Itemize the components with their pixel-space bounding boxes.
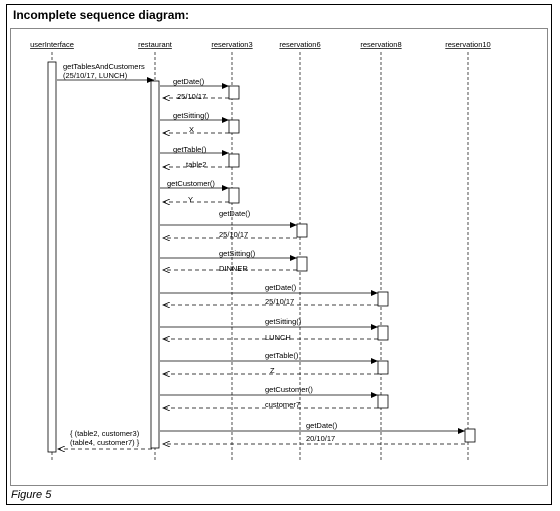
message-label-19: getCustomer() bbox=[265, 385, 313, 394]
lifeline-header-r8: reservation8 bbox=[360, 40, 401, 49]
message-label-2: 25/10/17 bbox=[177, 92, 206, 101]
activation-r8-8 bbox=[377, 291, 389, 307]
message-label-16: LUNCH bbox=[265, 333, 291, 342]
activation-r3-3 bbox=[228, 119, 240, 134]
lifeline-header-r3: reservation3 bbox=[211, 40, 252, 49]
message-label-0: getTablesAndCustomers(25/10/17, LUNCH) bbox=[63, 62, 145, 80]
message-label-17: getTable() bbox=[265, 351, 299, 360]
activation-r3-4 bbox=[228, 153, 240, 168]
message-label-18: Z bbox=[270, 366, 275, 375]
message-label-10: 25/10/17 bbox=[219, 230, 248, 239]
message-label-21: getDate() bbox=[306, 421, 338, 430]
diagram-border bbox=[10, 28, 548, 486]
activation-r10-12 bbox=[464, 428, 476, 443]
message-label-22: 20/10/17 bbox=[306, 434, 335, 443]
message-label-1: getDate() bbox=[173, 77, 205, 86]
activation-r8-10 bbox=[377, 360, 389, 375]
activation-rest-1 bbox=[150, 80, 160, 449]
lifeline-header-rest: restaurant bbox=[138, 40, 173, 49]
figure-caption: Figure 5 bbox=[11, 489, 52, 501]
message-label-4: X bbox=[189, 125, 194, 134]
lifeline-header-r10: reservation10 bbox=[445, 40, 490, 49]
activation-r6-6 bbox=[296, 223, 308, 238]
message-label-14: 25/10/17 bbox=[265, 297, 294, 306]
message-label-7: getCustomer() bbox=[167, 179, 215, 188]
activation-r3-5 bbox=[228, 187, 240, 204]
figure-frame bbox=[6, 4, 552, 505]
message-label-11: getSitting() bbox=[219, 249, 256, 258]
activation-r3-2 bbox=[228, 85, 240, 100]
message-label-13: getDate() bbox=[265, 283, 297, 292]
message-label-5: getTable() bbox=[173, 145, 207, 154]
message-label-23: { (table2, customer3)(table4, customer7)… bbox=[70, 429, 140, 447]
lifeline-header-r6: reservation6 bbox=[279, 40, 320, 49]
message-label-20: customer7 bbox=[265, 400, 300, 409]
message-label-6: table2 bbox=[186, 160, 206, 169]
message-label-8: Y bbox=[188, 195, 193, 204]
message-label-15: getSitting() bbox=[265, 317, 302, 326]
message-label-3: getSitting() bbox=[173, 111, 210, 120]
activation-r6-7 bbox=[296, 256, 308, 272]
activation-r8-11 bbox=[377, 394, 389, 409]
message-label-12: DINNER bbox=[219, 264, 248, 273]
message-label-9: getDate() bbox=[219, 209, 251, 218]
diagram-title: Incomplete sequence diagram: bbox=[13, 8, 190, 22]
lifeline-header-ui: userInterface bbox=[30, 40, 74, 49]
activation-ui-0 bbox=[47, 61, 57, 453]
activation-r8-9 bbox=[377, 325, 389, 341]
